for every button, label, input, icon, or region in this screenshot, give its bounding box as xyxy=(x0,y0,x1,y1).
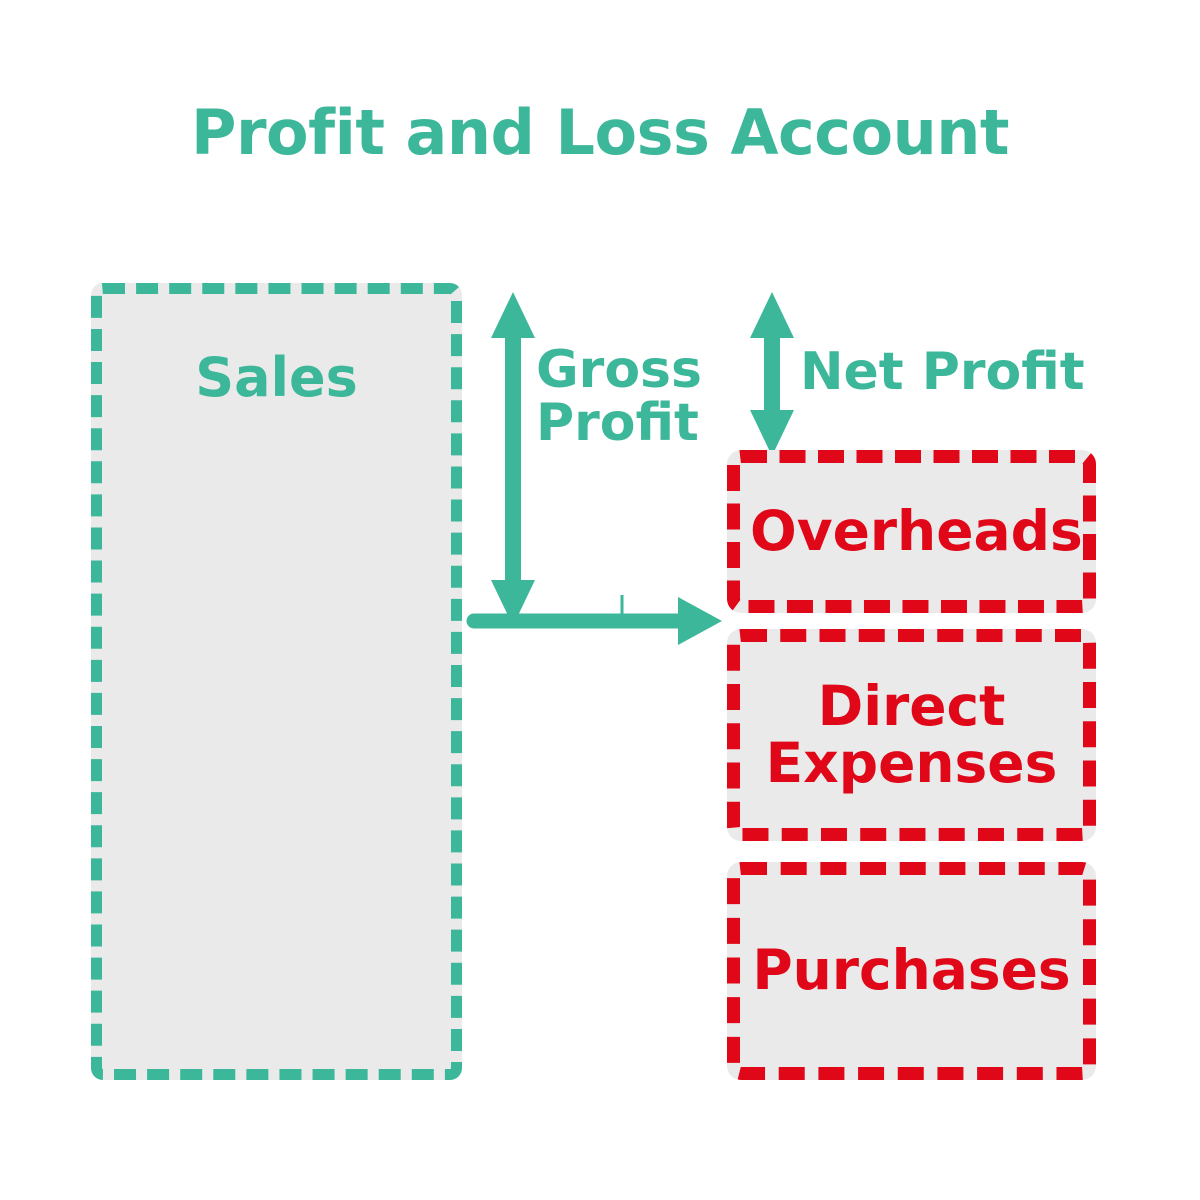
sales-to-expenses-connector xyxy=(466,595,722,645)
box-overheads[interactable]: Overheads xyxy=(727,450,1096,613)
box-overheads-label: Overheads xyxy=(750,498,1083,563)
box-sales-label: Sales xyxy=(195,346,358,409)
gross-profit-arrow xyxy=(491,292,535,626)
net-profit-label: Net Profit xyxy=(800,342,1085,402)
net-profit-arrow xyxy=(750,292,794,456)
page-title: Profit and Loss Account xyxy=(191,96,1010,169)
box-purchases[interactable]: Purchases xyxy=(727,862,1096,1080)
gross-profit-label: Gross Profit xyxy=(536,340,702,454)
box-sales[interactable]: Sales xyxy=(91,283,462,1080)
box-direct-expenses[interactable]: Direct Expenses xyxy=(727,629,1096,841)
box-direct-expenses-label: Direct Expenses xyxy=(765,673,1058,795)
box-purchases-label: Purchases xyxy=(752,938,1071,1003)
